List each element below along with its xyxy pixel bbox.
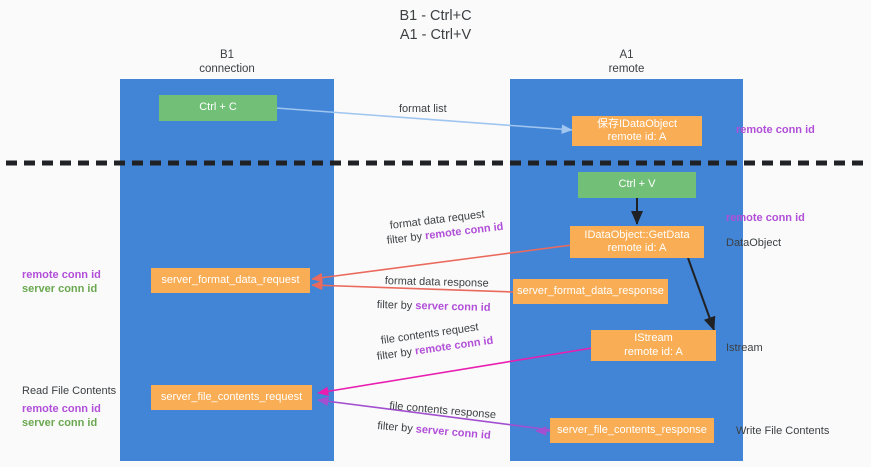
edge-label-format-data-response: format data response [384,274,489,290]
annotation-remote-conn-id-top: remote conn id [736,124,815,136]
annotation-write-file-contents: Write File Contents [736,425,830,437]
edge-label-format-data-response-filter: filter by server conn id [377,298,491,315]
title-line-2: A1 - Ctrl+V [399,27,472,43]
lane-header-a1-name: A1 [619,49,634,61]
lane-header-a1-role: remote [608,63,645,75]
node-idataobject-getdata-label: IDataObject::GetData [584,228,690,241]
node-save-idataobject[interactable]: 保存IDataObject remote id: A [572,116,702,146]
title-line-1: B1 - Ctrl+C [399,8,472,24]
filter-prefix: filter by [386,230,426,247]
node-save-idataobject-label: 保存IDataObject [596,117,678,130]
node-server-file-contents-request[interactable]: server_file_contents_request [151,385,312,410]
node-server-format-data-request-label: server_format_data_request [161,273,300,286]
node-ctrl-v-label: Ctrl + V [618,178,656,191]
page-title: B1 - Ctrl+C A1 - Ctrl+V [0,7,871,45]
annotation-low-server-conn-id: server conn id [22,417,98,429]
node-server-format-data-response-label: server_format_data_response [517,284,664,297]
node-istream[interactable]: IStream remote id: A [591,330,716,361]
annotation-low-remote-conn-id: remote conn id [22,403,101,415]
node-ctrl-v[interactable]: Ctrl + V [578,172,696,198]
annotation-dataobject: DataObject [726,237,782,249]
lane-header-b1-name: B1 [219,49,235,61]
lane-header-a1: A1 remote [510,48,743,76]
node-idataobject-getdata[interactable]: IDataObject::GetData remote id: A [570,226,704,258]
edge-label-format-list: format list [399,103,447,115]
node-server-file-contents-request-label: server_file_contents_request [160,390,303,403]
filter-prefix: filter by [376,419,417,436]
annotation-mid-remote-conn-id: remote conn id [22,269,101,281]
node-server-format-data-request[interactable]: server_format_data_request [151,268,310,293]
node-server-format-data-response[interactable]: server_format_data_response [513,279,668,304]
edge-label-file-contents-response: file contents response [388,399,497,422]
node-ctrl-c[interactable]: Ctrl + C [159,95,277,121]
filter-prefix: filter by [376,345,416,363]
node-idataobject-getdata-sub: remote id: A [607,242,667,254]
lane-header-b1-role: connection [199,63,255,75]
annotation-read-file-contents: Read File Contents [22,385,117,397]
edge-label-file-contents-response-filter: filter by server conn id [377,419,492,443]
node-server-file-contents-response-label: server_file_contents_response [557,423,707,436]
annotation-istream: Istream [726,342,763,354]
filter-key-server-conn-id: server conn id [415,423,492,442]
filter-prefix: filter by [376,298,416,313]
node-istream-label: IStream [634,332,673,344]
filter-key-server-conn-id: server conn id [415,300,491,314]
node-ctrl-c-label: Ctrl + C [199,101,237,114]
lane-header-b1: B1 connection [120,48,334,76]
node-istream-sub: remote id: A [624,345,683,358]
annotation-remote-conn-id-mid: remote conn id [726,212,805,224]
annotation-mid-server-conn-id: server conn id [22,283,98,295]
node-server-file-contents-response[interactable]: server_file_contents_response [550,418,714,443]
node-save-idataobject-sub: remote id: A [607,131,667,143]
